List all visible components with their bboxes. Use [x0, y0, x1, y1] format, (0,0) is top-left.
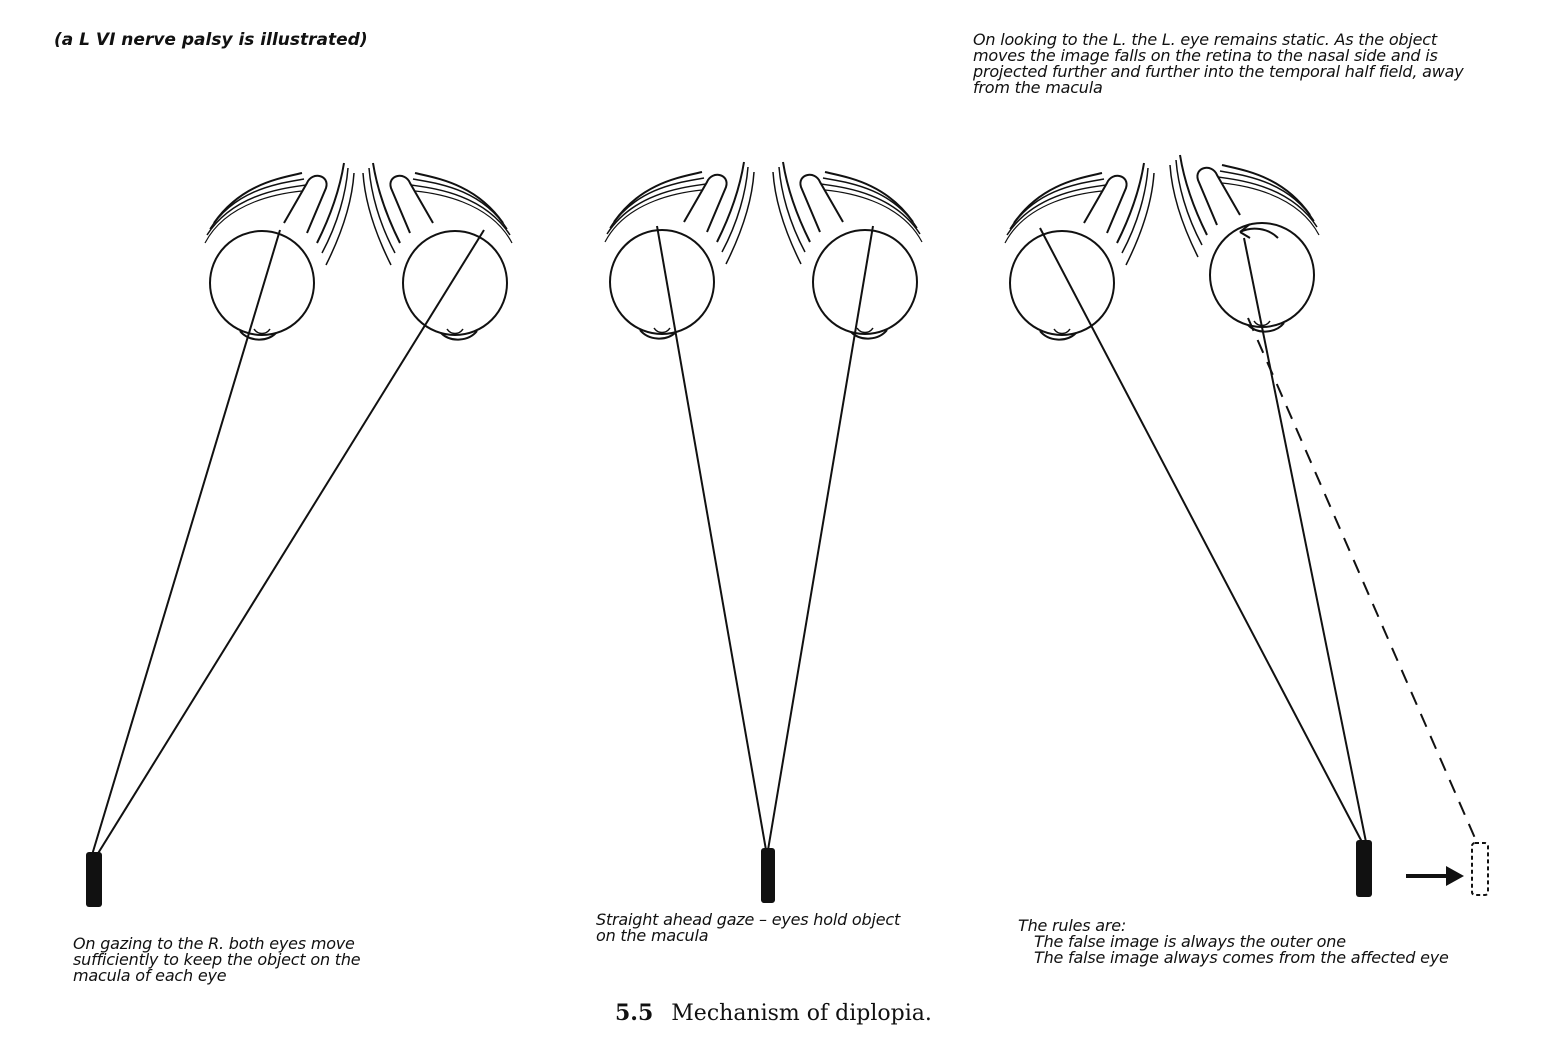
center-note-line: on the macula	[596, 926, 709, 945]
left-note-line: On gazing to the R. both eyes move	[73, 934, 355, 953]
left-note-line: macula of each eye	[73, 966, 227, 985]
object-marker	[86, 852, 102, 907]
center-note: Straight ahead gaze – eyes hold object o…	[596, 912, 900, 944]
visual-axis-left-eye	[767, 225, 874, 851]
figure-number: 5.5	[615, 1000, 654, 1026]
visual-axis-right-eye	[1039, 227, 1363, 843]
right-note-line: On looking to the L. the L. eye remains …	[973, 30, 1437, 49]
eye-pair-straight-gaze	[604, 161, 923, 340]
right-note-line: projected further and further into the t…	[973, 62, 1464, 81]
eye-pair-left-gaze	[1004, 154, 1320, 341]
right-note: On looking to the L. the L. eye remains …	[973, 32, 1464, 96]
center-note-line: Straight ahead gaze – eyes hold object	[596, 910, 901, 929]
left-eye-icon	[362, 162, 513, 341]
rule-item: The false image is always the outer one	[1034, 932, 1346, 951]
false-image-marker	[1471, 842, 1489, 896]
visual-axis-right-eye	[91, 229, 281, 856]
object-marker	[761, 848, 775, 903]
object-movement-arrow-icon	[1406, 866, 1464, 886]
false-image-projection	[1247, 317, 1479, 846]
right-eye-icon	[604, 161, 755, 340]
rule-item: The false image always comes from the af…	[1034, 948, 1449, 967]
right-note-line: from the macula	[973, 78, 1103, 97]
right-eye-icon	[1004, 162, 1155, 341]
left-note: On gazing to the R. both eyes move suffi…	[73, 934, 361, 985]
left-eye-icon	[772, 161, 923, 340]
right-eye-icon	[204, 162, 355, 341]
visual-axis-left-eye	[1243, 237, 1367, 843]
top-note: (a L VI nerve palsy is illustrated)	[54, 30, 368, 50]
right-note-line: moves the image falls on the retina to t…	[973, 46, 1438, 65]
rules-note: The rules are: The false image is always…	[1018, 918, 1449, 966]
left-note-line: sufficiently to keep the object on the	[73, 950, 361, 969]
object-marker	[1356, 840, 1372, 897]
visual-axis-left-eye	[96, 229, 485, 856]
figure-title: Mechanism of diplopia.	[671, 1001, 932, 1026]
figure-caption: 5.5 Mechanism of diplopia.	[615, 1000, 932, 1026]
visual-axis-right-eye	[656, 225, 767, 851]
eye-pair-right-gaze	[204, 162, 513, 341]
rules-heading: The rules are:	[1018, 916, 1127, 935]
